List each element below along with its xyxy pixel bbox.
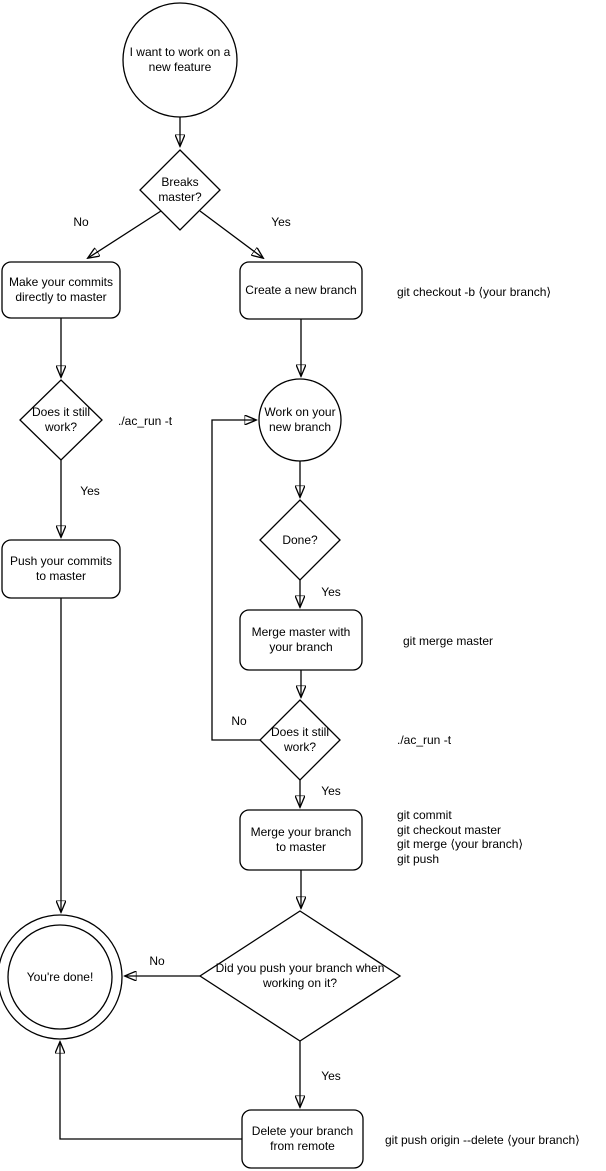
start-node-label: I want to work on a new feature <box>129 45 231 74</box>
annotation-merge-master-cmd: git merge master <box>403 634 494 648</box>
work-branch-label: Work on your new branch <box>264 405 336 434</box>
youre-done-label: You're done! <box>26 969 94 984</box>
edge-label-yes-didpush: Yes <box>321 1069 341 1083</box>
does-it-work-2-label: Does it still work? <box>270 725 329 754</box>
edge-label-yes-breaks: Yes <box>271 215 291 229</box>
delete-branch-label: Delete your branch from remote <box>251 1124 354 1153</box>
edge-label-no-breaks: No <box>73 215 89 229</box>
push-commits-label: Push your commits to master <box>9 554 113 583</box>
edge-work2-no-loop <box>211 420 260 741</box>
annotation-delete-cmd: git push origin --delete ⟨your branch⟩ <box>385 1133 580 1147</box>
done-label: Done? <box>282 532 318 547</box>
breaks-master-diamond-shape <box>139 149 221 231</box>
edge-breaks-yes <box>199 210 263 258</box>
edge-label-no-didpush: No <box>149 954 165 968</box>
make-commits-label: Make your commits directly to master <box>8 275 114 304</box>
annotation-checkout-cmd: git checkout -b ⟨your branch⟩ <box>397 285 552 299</box>
breaks-master-label: Breaks master? <box>158 175 202 204</box>
does-it-work-1-label: Does it still work? <box>31 405 90 434</box>
merge-branch-label: Merge your branch to master <box>250 825 352 854</box>
edge-label-no-work2: No <box>231 714 247 728</box>
annotation-cmd-git-checkout-master: git checkout master <box>397 822 502 837</box>
edge-label-yes-work2: Yes <box>321 784 341 798</box>
edge-label-yes-done: Yes <box>321 585 341 599</box>
youre-done-inner-circle-shape <box>7 924 113 1030</box>
edge-label-yes-work1: Yes <box>80 484 100 498</box>
edge-delete-to-done-loop <box>60 1042 242 1140</box>
did-push-label: Did you push your branch when working on… <box>215 961 385 990</box>
create-branch-label: Create a new branch <box>245 282 357 297</box>
edge-breaks-no <box>88 210 162 258</box>
annotation-cmd-git-push: git push <box>397 851 440 866</box>
annotation-merge-branch-cmds: git commit git checkout master git merge… <box>397 808 523 866</box>
annotation-cmd-git-merge-branch: git merge ⟨your branch⟩ <box>397 837 524 851</box>
annotation-ac-run-2: ./ac_run -t <box>397 733 452 747</box>
merge-master-label: Merge master with your branch <box>251 625 351 654</box>
youre-done-outer-circle-shape <box>0 914 123 1040</box>
annotation-cmd-git-commit: git commit <box>397 808 452 822</box>
annotation-ac-run-1: ./ac_run -t <box>118 414 173 428</box>
